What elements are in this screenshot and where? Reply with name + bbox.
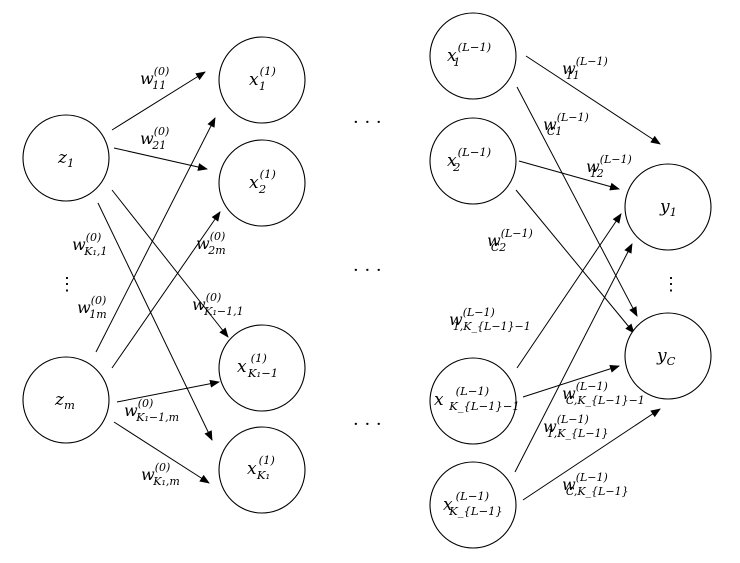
label-xLKm1: x(L−1)K_{L−1}−1 [434, 384, 520, 413]
edge-xLKm1-yC [522, 364, 620, 398]
weight-wC2-L: w(L−1)C2 [487, 227, 533, 254]
ellipsis-input-vertical: ⋮ [58, 274, 76, 295]
weight-wK1m1m-0: w(0)K₁−1,m [124, 397, 179, 424]
edge-xL2-yC [515, 189, 635, 334]
weight-w11-L: w(L−1)11 [562, 55, 608, 82]
node-x1 [218, 36, 306, 124]
label-y1: y1 [659, 197, 677, 219]
edge-xL1-yC [516, 86, 638, 317]
label-xL2: x(L−1)2 [447, 145, 491, 174]
weight-w12-L: w(L−1)12 [586, 153, 632, 180]
ellipsis-output-vertical: ⋮ [662, 274, 680, 295]
edge-xLK-yC [522, 408, 661, 501]
edge-z1-xK1 [97, 202, 213, 441]
weight-w11-0: w(0)11 [140, 65, 169, 92]
weight-wK1m-0: w(0)K₁,m [141, 461, 180, 488]
node-xL1 [429, 12, 517, 100]
node-z1 [22, 114, 110, 202]
label-xK1: x(1)K₁ [247, 453, 275, 482]
edge-z1-x2 [113, 147, 208, 171]
node-xK1 [218, 426, 306, 514]
ellipsis-row-1: · · · [353, 112, 382, 133]
ellipsis-row-2: · · · [353, 260, 382, 281]
label-xL1: x(L−1)1 [447, 40, 491, 69]
edge-zm-xK1 [113, 421, 210, 484]
weight-wCK-L: w(L−1)C,K_{L−1} [562, 471, 629, 498]
label-yC: yC [656, 346, 676, 368]
weight-wC1-L: w(L−1)C1 [543, 111, 589, 138]
label-xLK: x(L−1)K_{L−1} [443, 489, 503, 518]
edge-zm-x1 [95, 117, 216, 353]
node-zm [22, 356, 110, 444]
weight-w1K-1-L: w(L−1)1,K_{L−1}−1 [449, 306, 531, 333]
weight-w2m-0: w(0)2m [196, 230, 226, 257]
node-x2 [218, 139, 306, 227]
label-x2: x(1)2 [249, 167, 276, 196]
edge-zm-xK1m1 [116, 379, 220, 403]
node-xL2 [429, 117, 517, 205]
edge-xLKm1-y1 [516, 213, 622, 369]
node-xK1m1 [218, 324, 306, 412]
label-x1: x(1)1 [249, 64, 276, 93]
weight-wCK-1-L: w(L−1)C,K_{L−1}−1 [562, 380, 645, 407]
node-xLK [429, 461, 517, 549]
weight-wK1m11-0: w(0)K₁−1,1 [192, 291, 244, 318]
label-xK1m1: x(1)K₁−1 [237, 351, 278, 380]
edge-xL2-y1 [518, 160, 620, 191]
ellipses: · · · · · · · · · ⋮ ⋮ [58, 112, 680, 435]
weight-w21-0: w(0)21 [140, 125, 169, 152]
node-labels: z1 zm x(1)1 x(1)2 x(1)K₁−1 x(1)K₁ x(L−1)… [54, 40, 677, 518]
weight-w1m-0: w(0)1m [77, 294, 107, 321]
weight-w1K-L: w(L−1)1,K_{L−1} [543, 413, 609, 440]
weight-labels: w(0)11 w(0)21 w(0)K₁,1 w(0)2m w(0)1m w(0… [72, 55, 645, 498]
edge-zm-x2 [111, 211, 221, 369]
edge-xLK-y1 [514, 243, 633, 473]
edge-z1-xK1m1 [111, 189, 229, 338]
node-xLKm1 [429, 357, 517, 445]
node-yC [624, 312, 712, 400]
label-zm: zm [54, 390, 75, 412]
nodes [22, 12, 712, 549]
edge-xL1-y1 [525, 55, 661, 145]
edge-z1-x1 [111, 71, 206, 131]
edges [95, 55, 661, 501]
label-z1: z1 [57, 148, 74, 170]
ellipsis-row-3: · · · [353, 414, 382, 435]
node-y1 [624, 163, 712, 251]
weight-wK11-0: w(0)K₁,1 [72, 231, 107, 258]
